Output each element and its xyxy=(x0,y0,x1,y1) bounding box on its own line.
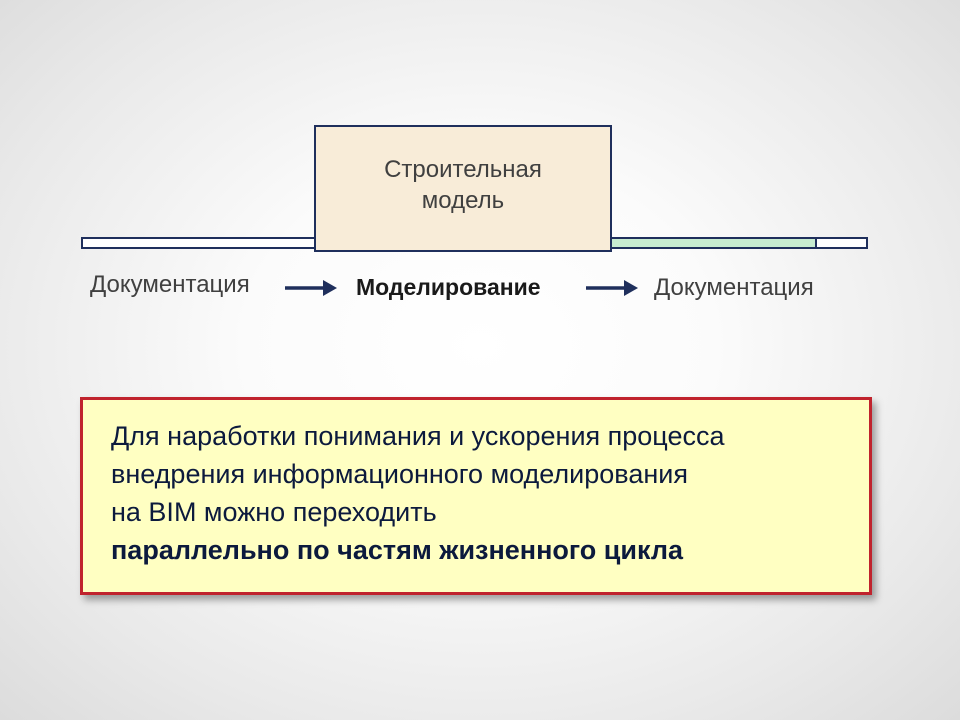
flow-label-documentation-left: Документация xyxy=(90,271,250,298)
arrow-right-icon xyxy=(586,280,638,296)
building-model-box: Строительная модель xyxy=(314,125,612,252)
timeline-bar-right-fill xyxy=(611,239,817,247)
timeline-bar-right xyxy=(609,237,868,249)
timeline-bar-left xyxy=(81,237,319,249)
flow-label-modeling: Моделирование xyxy=(356,274,541,300)
flow-label-documentation-right: Документация xyxy=(654,274,814,301)
note-line: Для наработки понимания и ускорения проц… xyxy=(111,421,725,451)
note-line-emphasis: параллельно по частям жизненного цикла xyxy=(111,535,683,565)
arrow-right-icon xyxy=(285,280,337,296)
note-line: на BIM можно переходить xyxy=(111,497,437,527)
model-box-line-1: Строительная xyxy=(384,156,542,183)
note-line: внедрения информационного моделирования xyxy=(111,459,688,489)
note-callout: Для наработки понимания и ускорения проц… xyxy=(80,397,872,595)
model-box-line-2: модель xyxy=(421,187,505,214)
